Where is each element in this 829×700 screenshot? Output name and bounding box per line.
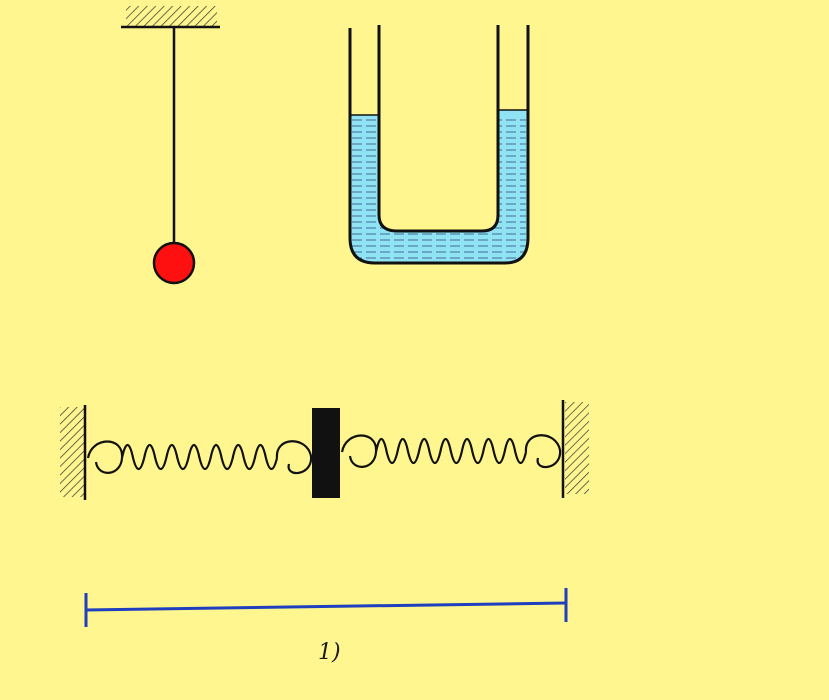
left-wall — [60, 405, 87, 500]
right-wall — [561, 400, 589, 498]
spring-mass-system — [60, 400, 589, 500]
length-scale — [84, 588, 568, 627]
scale-line — [85, 601, 567, 612]
figure-label: 1) — [318, 640, 341, 665]
u-tube-walls — [348, 25, 530, 265]
pendulum — [121, 6, 220, 285]
left-spring — [86, 440, 313, 474]
ceiling-support — [121, 6, 220, 29]
pendulum-bob — [152, 241, 196, 285]
mass-block — [312, 408, 340, 498]
right-spring — [340, 434, 562, 468]
